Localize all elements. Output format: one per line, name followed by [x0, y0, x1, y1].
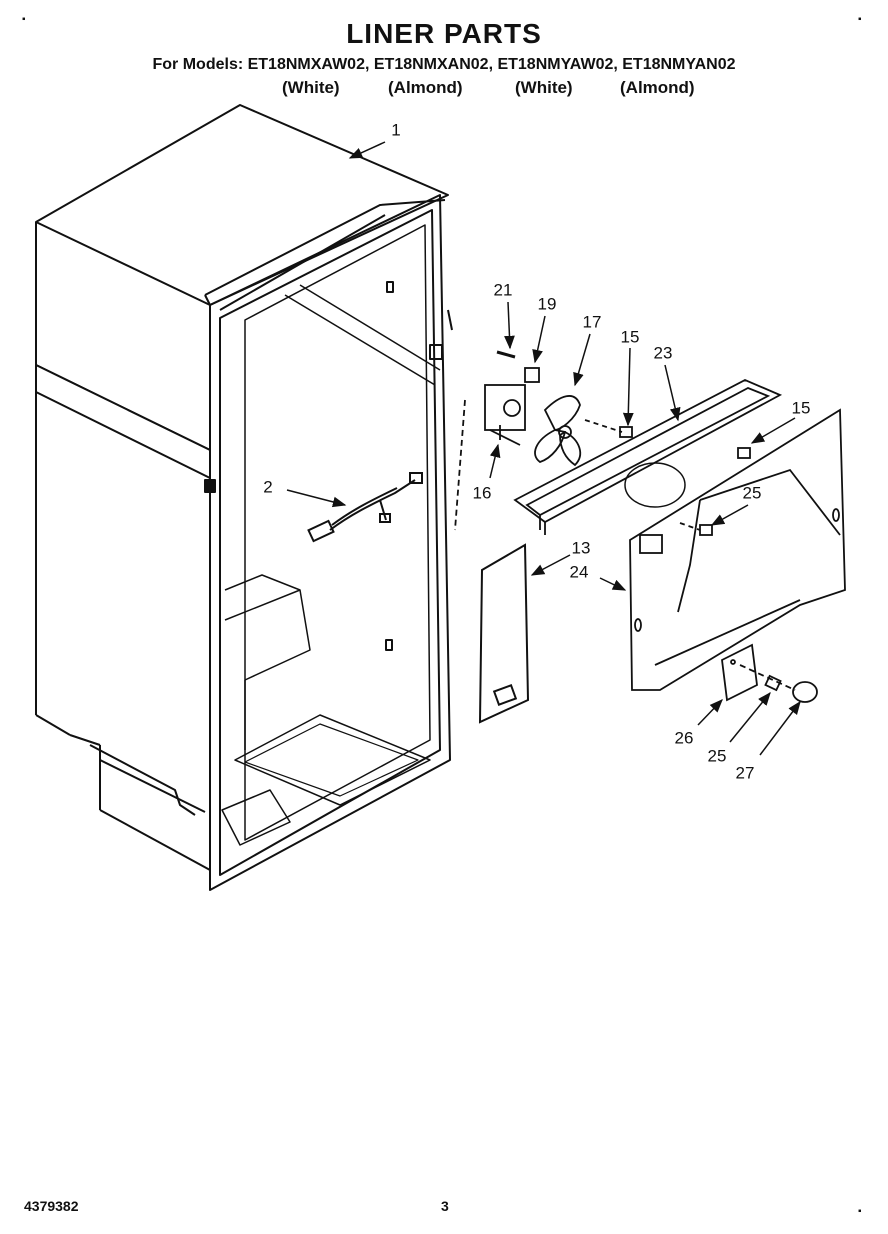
fan-motor-assembly [454, 350, 582, 531]
rear-panel-24 [629, 408, 846, 691]
page-number: 3 [441, 1198, 449, 1214]
screws [584, 419, 751, 536]
callout-27: 27 [735, 763, 755, 783]
wire-harness [307, 472, 423, 543]
panel-13 [478, 543, 530, 724]
color-white-2: (White) [515, 78, 573, 97]
callout-1: 1 [391, 120, 401, 140]
grille-23 [513, 379, 783, 535]
callout-21: 21 [493, 280, 513, 300]
callout-13: 13 [571, 538, 591, 558]
corner-mark-tl: ▪ [22, 14, 26, 25]
callout-15-upper: 15 [620, 327, 640, 347]
callout-2: 2 [263, 477, 273, 497]
color-white-1: (White) [282, 78, 340, 97]
callout-15-right: 15 [791, 398, 811, 418]
callout-16: 16 [472, 483, 492, 503]
color-almond-2: (Almond) [620, 78, 695, 97]
leader-arrows [286, 141, 801, 756]
callout-23: 23 [653, 343, 673, 363]
parts-26-25-27 [721, 643, 818, 703]
corner-mark-tr: ▪ [858, 14, 862, 25]
color-almond-1: (Almond) [388, 78, 463, 97]
callout-17: 17 [582, 312, 602, 332]
document-number: 4379382 [24, 1198, 79, 1214]
corner-mark-br: ▪ [858, 1206, 862, 1217]
callout-26: 26 [674, 728, 694, 748]
callout-25-lower: 25 [707, 746, 727, 766]
callout-24: 24 [569, 562, 589, 582]
models-line: For Models: ET18NMXAW02, ET18NMXAN02, ET… [152, 56, 736, 73]
page-title: LINER PARTS [346, 18, 542, 49]
liner-body [35, 104, 453, 891]
callout-25-upper: 25 [742, 483, 762, 503]
callout-19: 19 [537, 294, 557, 314]
